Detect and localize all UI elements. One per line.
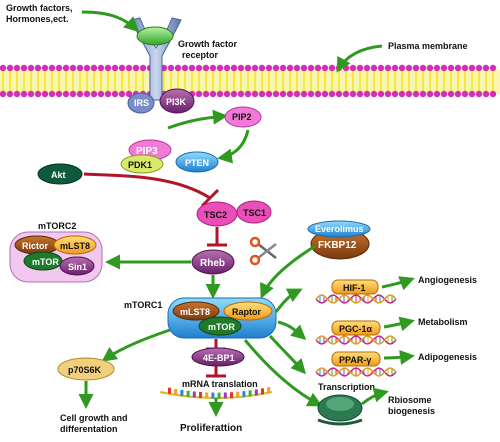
growth-factors-label: Growth factors, bbox=[6, 3, 73, 13]
pten-arrow bbox=[217, 129, 250, 164]
pgc1a-label: PGC-1α bbox=[339, 324, 373, 334]
sin1-label: Sin1 bbox=[68, 262, 87, 272]
pip2-to-pip3-arrow bbox=[167, 109, 228, 130]
mtorc1-mtor-protein bbox=[198, 316, 242, 336]
pgc1a-box bbox=[331, 320, 381, 336]
irs-protein bbox=[127, 92, 155, 114]
ribosome-label-line2: biogenesis bbox=[388, 406, 435, 416]
mtorc2-mtor-label: mTOR bbox=[32, 257, 59, 267]
metabolism-label: Metabolism bbox=[418, 317, 468, 327]
mtorc1-to-ribosome-arrow bbox=[243, 339, 323, 407]
pten-protein bbox=[175, 151, 219, 173]
ribosome-biogenesis-arrow bbox=[361, 387, 389, 406]
sin1-protein bbox=[59, 256, 95, 276]
mtorc2-mlst8-protein bbox=[53, 235, 97, 255]
pi3k-label: PI3K bbox=[166, 97, 187, 107]
rheb-label: Rheb bbox=[200, 258, 225, 269]
4ebp1-protein bbox=[191, 347, 245, 367]
mtorc2-label: mTORC2 bbox=[38, 221, 76, 231]
plasma-membrane bbox=[0, 64, 500, 98]
mtorc1-to-ppar-arrow bbox=[268, 334, 307, 375]
ppar-label: PPAR-γ bbox=[339, 355, 371, 365]
everolimus-drug bbox=[307, 220, 371, 238]
tsc2-label: TSC2 bbox=[204, 210, 227, 220]
tsc1-label: TSC1 bbox=[243, 208, 266, 218]
mtorc2-mlst8-label: mLST8 bbox=[60, 241, 90, 251]
mrna-translation-label: mRNA translation bbox=[182, 379, 258, 389]
mtorc1-to-p70s6k-arrow bbox=[101, 328, 171, 362]
raptor-protein bbox=[223, 301, 273, 321]
ppar-to-adipogenesis-arrow bbox=[383, 350, 415, 365]
plasma-membrane-label: Plasma membrane bbox=[388, 41, 468, 51]
mtorc2-mtor-protein bbox=[23, 251, 63, 271]
akt-protein bbox=[37, 163, 83, 185]
pi3k-protein bbox=[159, 88, 195, 114]
pten-label: PTEN bbox=[185, 158, 209, 168]
cell-growth-label-line2: differentation bbox=[60, 424, 118, 434]
akt-inhibits-tsc-line bbox=[83, 172, 211, 200]
transcription-label: Transcription bbox=[318, 382, 375, 392]
tsc1-protein bbox=[236, 200, 272, 224]
everolimus-label: Everolimus bbox=[315, 224, 364, 234]
fkbp12-label: FKBP12 bbox=[318, 240, 357, 251]
pip3-label: PIP3 bbox=[136, 146, 158, 157]
mtorc1-label: mTORC1 bbox=[124, 300, 162, 310]
mtorc1-mlst8-label: mLST8 bbox=[180, 307, 210, 317]
proliferation-label: Proliferattion bbox=[180, 423, 242, 434]
mtorc1-to-hif1-arrow bbox=[274, 288, 303, 313]
growth-factor-label: Growth factor bbox=[178, 39, 237, 49]
ligand-arrow bbox=[81, 10, 140, 33]
everolimus-to-mtorc1-arrow bbox=[260, 244, 316, 299]
akt-inhibit-bar bbox=[200, 188, 220, 208]
rictor-label: Rictor bbox=[22, 241, 49, 251]
adipogenesis-label: Adipogenesis bbox=[418, 352, 477, 362]
akt-label: Akt bbox=[51, 170, 66, 180]
cell-growth-label-line1: Cell growth and bbox=[60, 413, 128, 423]
dna-strands bbox=[315, 294, 397, 377]
raptor-label: Raptor bbox=[232, 307, 261, 317]
ribosome-label-line1: Rbiosome bbox=[388, 395, 432, 405]
pdk1-label: PDK1 bbox=[128, 160, 152, 170]
scissors-icon bbox=[249, 236, 277, 266]
growth-factor-ligand bbox=[136, 26, 174, 46]
rheb-protein bbox=[191, 249, 235, 275]
pip2-protein bbox=[224, 106, 262, 128]
mtorc1-to-pgc1a-arrow bbox=[277, 320, 307, 340]
p70s6k-protein bbox=[57, 357, 115, 381]
irs-label: IRS bbox=[134, 98, 149, 108]
hif1-label: HIF-1 bbox=[343, 283, 366, 293]
pip2-label: PIP2 bbox=[232, 112, 252, 122]
membrane-pointer-arrow bbox=[336, 44, 383, 73]
mrna-strand-icon bbox=[159, 387, 273, 399]
ribosome-icon bbox=[317, 394, 363, 426]
4ebp1-label: 4E-BP1 bbox=[203, 353, 235, 363]
mtorc1-mtor-label: mTOR bbox=[208, 322, 235, 332]
hif1-to-angiogenesis-arrow bbox=[381, 276, 415, 291]
hif1-box bbox=[331, 279, 379, 295]
hormones-label: Hormones,ect. bbox=[6, 14, 69, 24]
ppar-box bbox=[331, 351, 381, 367]
receptor-label: receptor bbox=[182, 50, 219, 60]
pdk1-protein bbox=[120, 154, 164, 174]
p70s6k-label: p70S6K bbox=[68, 365, 102, 375]
pgc1a-to-metabolism-arrow bbox=[383, 316, 415, 332]
mtorc1-mlst8-protein bbox=[172, 301, 220, 321]
angiogenesis-label: Angiogenesis bbox=[418, 275, 477, 285]
